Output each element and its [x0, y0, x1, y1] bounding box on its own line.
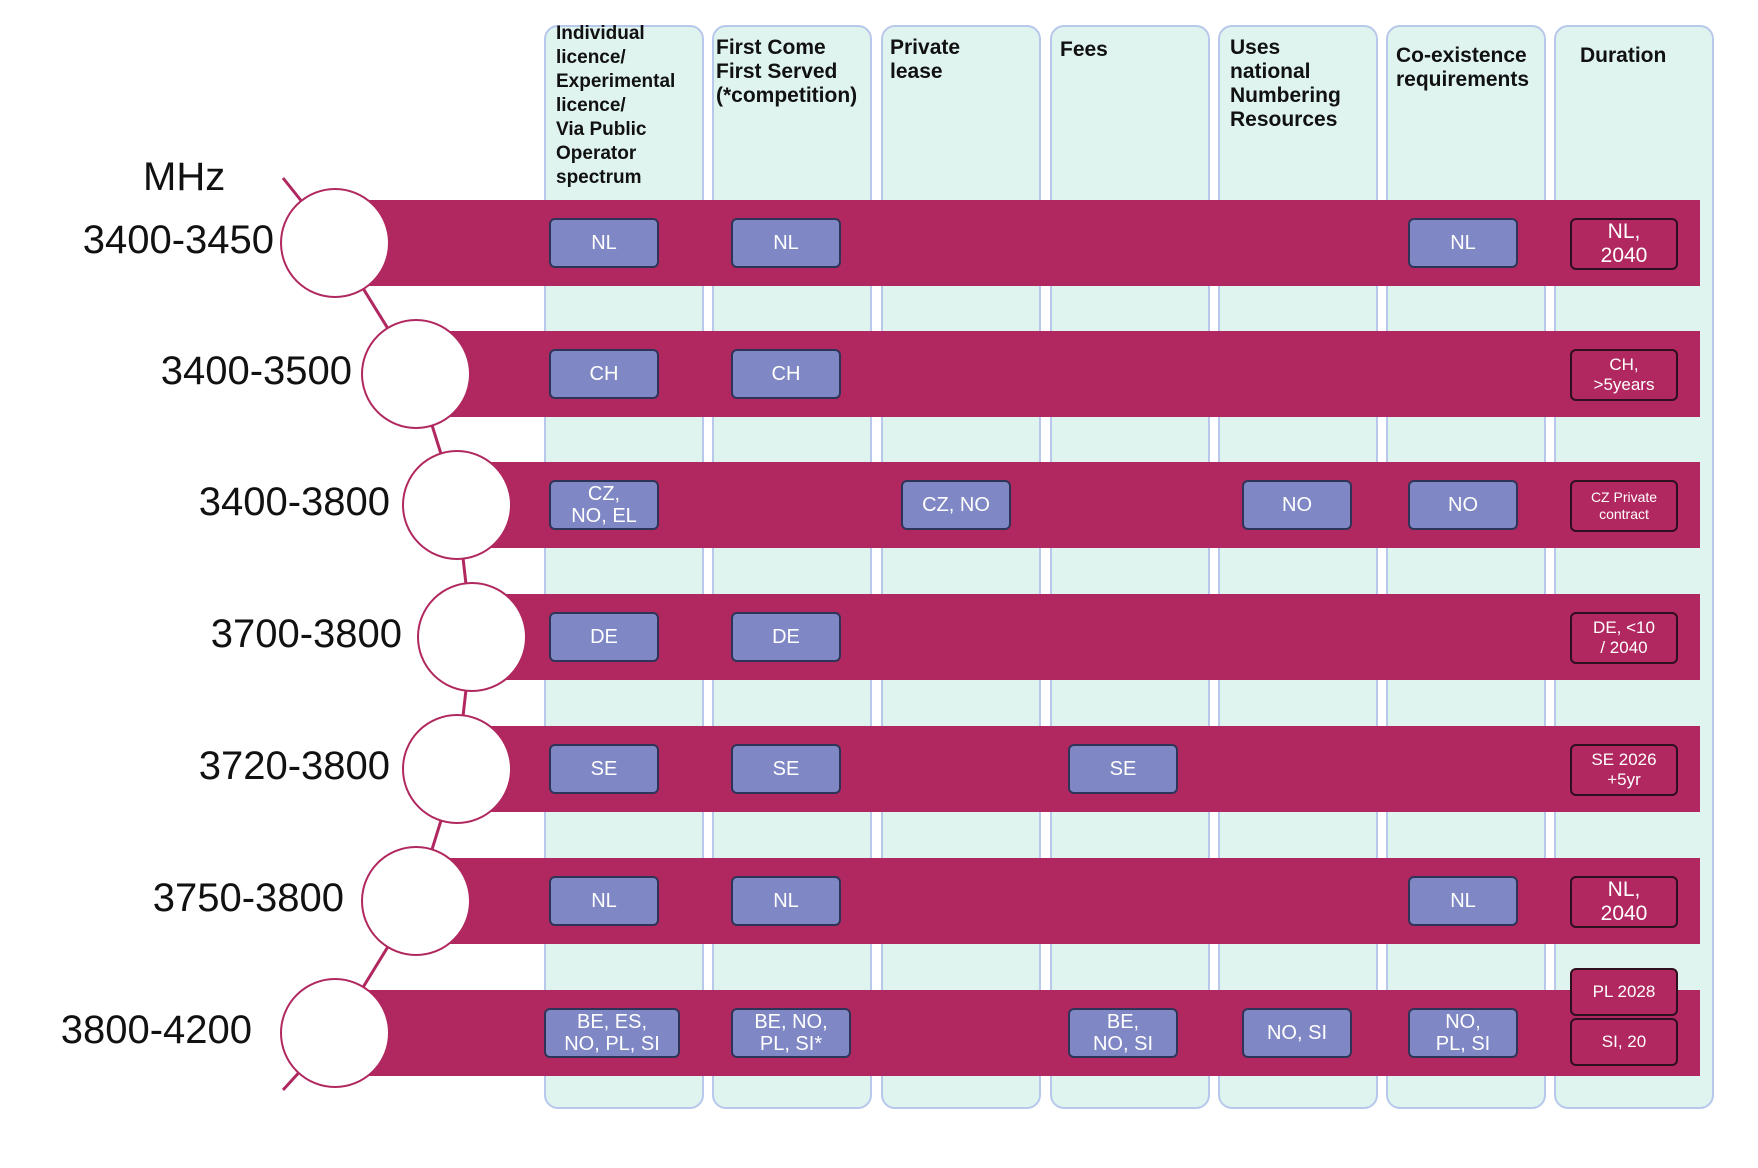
band-range-label: 3400-3500	[160, 349, 352, 393]
column-header-duration: Duration	[1580, 44, 1667, 67]
band-marker-circle	[417, 582, 527, 692]
column-header-individual: Individual licence/ Experimental licence…	[556, 23, 676, 188]
country-tag-fcfs: DE	[731, 612, 841, 662]
duration-tag: SE 2026 +5yr	[1570, 744, 1678, 796]
country-tag-fcfs: SE	[731, 744, 841, 794]
band-row	[500, 594, 1700, 680]
country-tag-individual: CZ, NO, EL	[549, 480, 659, 530]
column-header-fcfs: First Come First Served (*competition)	[716, 36, 858, 107]
country-tag-fees: SE	[1068, 744, 1178, 794]
band-marker-circle	[361, 846, 471, 956]
country-tag-fees: BE, NO, SI	[1068, 1008, 1178, 1058]
column-header-fees: Fees	[1060, 38, 1108, 61]
column-header-numbering: Uses national Numbering Resources	[1230, 36, 1341, 131]
country-tag-coexist: NL	[1408, 218, 1518, 268]
band-range-label: 3800-4200	[60, 1008, 252, 1052]
band-range-label: 3720-3800	[198, 744, 390, 788]
country-tag-individual: NL	[549, 876, 659, 926]
country-tag-individual: BE, ES, NO, PL, SI	[544, 1008, 680, 1058]
band-range-label: 3400-3450	[82, 218, 274, 262]
country-tag-individual: NL	[549, 218, 659, 268]
country-tag-coexist: NO, PL, SI	[1408, 1008, 1518, 1058]
band-marker-circle	[361, 319, 471, 429]
duration-tag: CH, >5years	[1570, 349, 1678, 401]
country-tag-numbering: NO	[1242, 480, 1352, 530]
duration-tag: NL, 2040	[1570, 218, 1678, 270]
unit-label: MHz	[143, 155, 226, 199]
country-tag-fcfs: NL	[731, 876, 841, 926]
band-marker-circle	[402, 714, 512, 824]
band-range-label: 3700-3800	[210, 612, 402, 656]
duration-tag: PL 2028	[1570, 968, 1678, 1016]
band-marker-circle	[280, 978, 390, 1088]
column-header-private: Private lease	[890, 36, 961, 83]
band-marker-circle	[280, 188, 390, 298]
column-header-coexist: Co-existence requirements	[1396, 44, 1530, 91]
country-tag-fcfs: BE, NO, PL, SI*	[731, 1008, 851, 1058]
country-tag-coexist: NO	[1408, 480, 1518, 530]
band-range-label: 3750-3800	[152, 876, 344, 920]
duration-tag: DE, <10 / 2040	[1570, 612, 1678, 664]
band-range-label: 3400-3800	[198, 480, 390, 524]
duration-tag: NL, 2040	[1570, 876, 1678, 928]
country-tag-fcfs: NL	[731, 218, 841, 268]
band-marker-circle	[402, 450, 512, 560]
duration-tag: CZ Private contract	[1570, 480, 1678, 532]
country-tag-individual: DE	[549, 612, 659, 662]
country-tag-fcfs: CH	[731, 349, 841, 399]
country-tag-numbering: NO, SI	[1242, 1008, 1352, 1058]
country-tag-individual: CH	[549, 349, 659, 399]
duration-tag: SI, 20	[1570, 1018, 1678, 1066]
country-tag-coexist: NL	[1408, 876, 1518, 926]
country-tag-private: CZ, NO	[901, 480, 1011, 530]
country-tag-individual: SE	[549, 744, 659, 794]
